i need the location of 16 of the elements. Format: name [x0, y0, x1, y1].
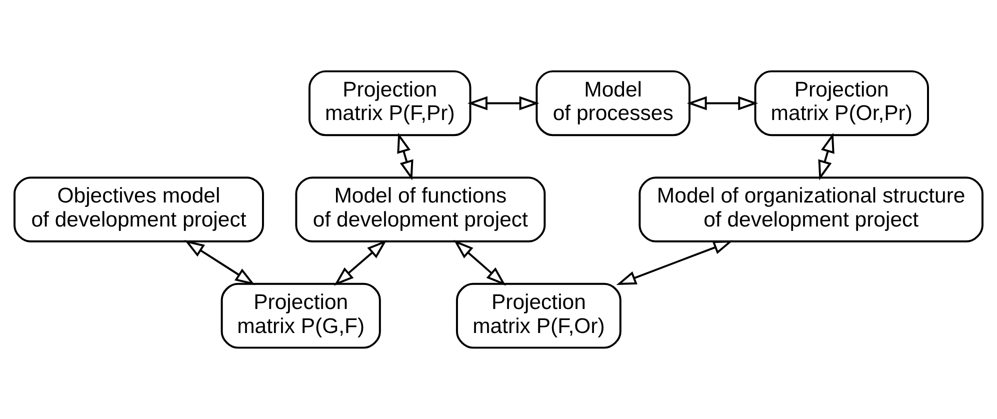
node-box: Projection matrix P(G,F)	[220, 282, 381, 349]
arrow	[184, 240, 256, 286]
node-box: Model of processes	[536, 70, 690, 136]
arrow	[334, 240, 387, 286]
arrow	[686, 96, 758, 110]
node-box: Projection matrix P(Or,Pr)	[754, 70, 929, 136]
node-box: Model of organizational structure of development project	[638, 176, 984, 242]
node-box: Model of functions of development project	[295, 176, 546, 242]
arrow	[468, 96, 540, 110]
arrow	[616, 240, 734, 285]
arrow	[397, 132, 414, 180]
arrow	[818, 132, 834, 180]
node-box: Objectives model of development project	[14, 176, 264, 242]
node-box: Projection matrix P(F,Or)	[456, 282, 622, 349]
arrow	[454, 240, 506, 286]
node-box: Projection matrix P(F,Pr)	[308, 70, 472, 136]
